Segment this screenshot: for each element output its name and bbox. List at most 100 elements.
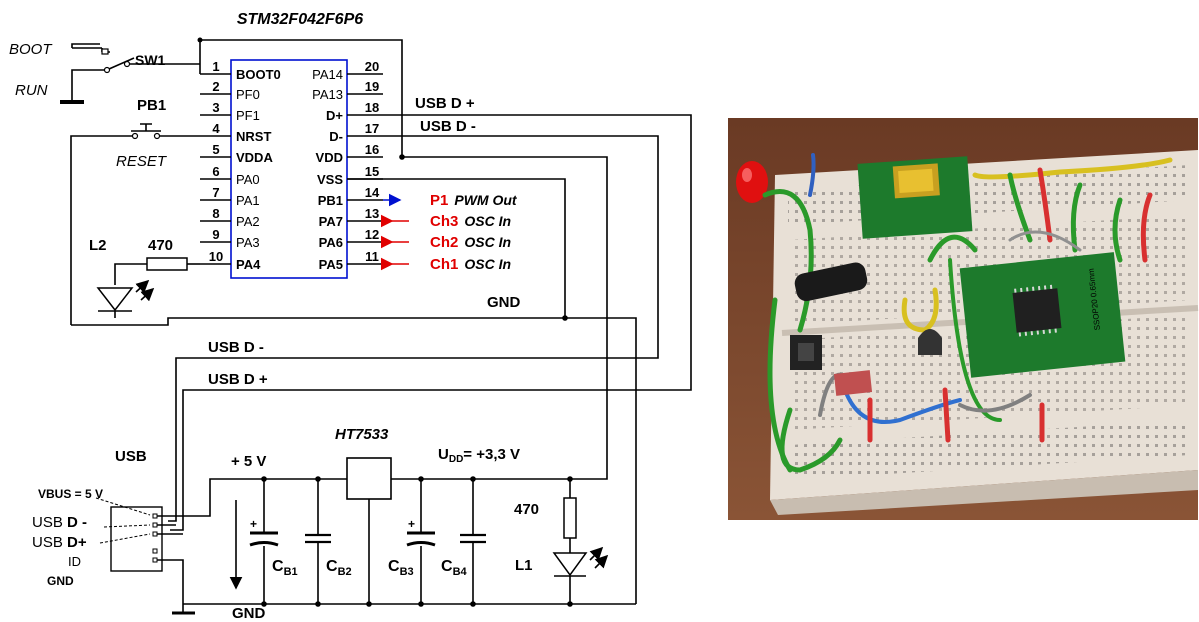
pin-label: PA4	[236, 257, 261, 272]
pin-number: 13	[365, 206, 379, 221]
gnd-wire-right	[565, 317, 637, 604]
wire-usb-dm	[168, 135, 659, 522]
pin-label: PA5	[319, 257, 343, 272]
pin-number: 10	[209, 249, 223, 264]
pin-number: 16	[365, 142, 379, 157]
pin-label: PA14	[312, 67, 343, 82]
pin-number: 15	[365, 164, 379, 179]
pin-number: 5	[212, 142, 219, 157]
wire-boot-2	[71, 43, 100, 48]
pin-label: BOOT0	[236, 67, 281, 82]
pin-number: 17	[365, 121, 379, 136]
pin-number: 4	[212, 121, 220, 136]
pin-label: PA1	[236, 193, 260, 208]
photo-switch	[833, 370, 873, 396]
pushbutton-cap	[131, 123, 161, 132]
r-l2-label: 470	[148, 237, 173, 254]
pin-label: NRST	[236, 129, 271, 144]
mcu-body	[230, 59, 348, 279]
r-l1-label: 470	[514, 501, 539, 518]
pin-number: 12	[365, 227, 379, 242]
boot-label: BOOT	[9, 41, 53, 58]
wire-vss	[347, 178, 566, 318]
usb-dm-mid-label: USB D -	[208, 339, 264, 356]
pin-label: PA0	[236, 172, 260, 187]
pb1-label: PB1	[137, 97, 166, 114]
resistor-l2	[146, 257, 188, 271]
gnd-conn-label: GND	[47, 574, 74, 588]
sw1-label: SW1	[135, 52, 166, 68]
photo-usb-board	[857, 156, 973, 239]
photo-regulator	[918, 329, 942, 355]
pin-number: 9	[212, 227, 219, 242]
node	[197, 37, 203, 43]
udd-label: UDD= +3,3 V	[438, 446, 520, 465]
usb-dp-top-label: USB D +	[415, 95, 475, 112]
left-pin-lines	[200, 73, 231, 265]
run-label: RUN	[15, 82, 48, 99]
pin-label: PA3	[236, 235, 260, 250]
pin-number: 1	[212, 59, 219, 74]
pin-number: 11	[365, 249, 379, 264]
pin-label: PF0	[236, 87, 260, 102]
capacitors: + +	[249, 479, 486, 604]
regulator	[346, 457, 392, 500]
pin-label: VDD	[316, 150, 343, 165]
wire-run-gnd	[71, 69, 105, 102]
mcu-right-pins: 20PA1419PA1318D+17D-16VDD15VSS14PB113PA7…	[312, 59, 380, 272]
wire-vdd-boot	[199, 39, 403, 157]
pin-number: 2	[212, 79, 219, 94]
wire-usb-dp	[170, 114, 692, 531]
cb2-label: CB2	[326, 558, 352, 578]
cb4-label: CB4	[441, 558, 468, 578]
pin-label: D+	[326, 108, 343, 123]
led-l2	[96, 287, 134, 312]
wire-vbus	[157, 478, 257, 517]
mcu-left-pins: 1BOOT02PF03PF14NRST5VDDA6PA07PA18PA29PA3…	[209, 59, 281, 272]
pin-label: PA7	[319, 214, 343, 229]
cb3-label: CB3	[388, 558, 414, 578]
usb-wires	[157, 524, 184, 604]
usb-dp-conn-label: USB D+	[32, 534, 87, 551]
reset-label: RESET	[116, 153, 168, 170]
breadboard-photo: SSOP20 0.65mm	[728, 118, 1199, 520]
schematic: STM32F042F6P6 1BOOT02PF03PF14NRST5VDDA6P…	[9, 11, 692, 622]
pin-number: 8	[212, 206, 219, 221]
led-l2-cathode	[98, 310, 132, 317]
l1-label: L1	[515, 557, 533, 574]
id-label: ID	[68, 554, 81, 569]
pin-number: 18	[365, 100, 379, 115]
pin-label: PA6	[319, 235, 343, 250]
vbus-label: VBUS = 5 V	[38, 487, 103, 501]
pin-number: 19	[365, 79, 379, 94]
pin-label: VDDA	[236, 150, 273, 165]
gnd-top-label: GND	[487, 294, 521, 311]
cb1-label: CB1	[272, 558, 298, 578]
svg-text:+: +	[408, 517, 415, 531]
gnd-bottom-label: GND	[232, 605, 266, 622]
wire-vdd	[402, 156, 608, 480]
plus5v-label: + 5 V	[231, 453, 266, 470]
mcu-title: STM32F042F6P6	[237, 11, 363, 28]
pin-label: VSS	[317, 172, 343, 187]
pin-label: PA2	[236, 214, 260, 229]
resistor-l1	[563, 497, 577, 539]
gnd-wire-left	[71, 317, 565, 326]
svg-text:+: +	[250, 517, 257, 531]
usb-label: USB	[115, 448, 147, 465]
pin-number: 20	[365, 59, 379, 74]
usb-dp-mid-label: USB D +	[208, 371, 268, 388]
pin-label: D-	[329, 129, 343, 144]
photo-capacitor	[794, 262, 868, 302]
photo-wires	[762, 153, 1173, 473]
pin-number: 6	[212, 164, 219, 179]
pin-number: 3	[212, 100, 219, 115]
led-l1	[552, 552, 588, 577]
